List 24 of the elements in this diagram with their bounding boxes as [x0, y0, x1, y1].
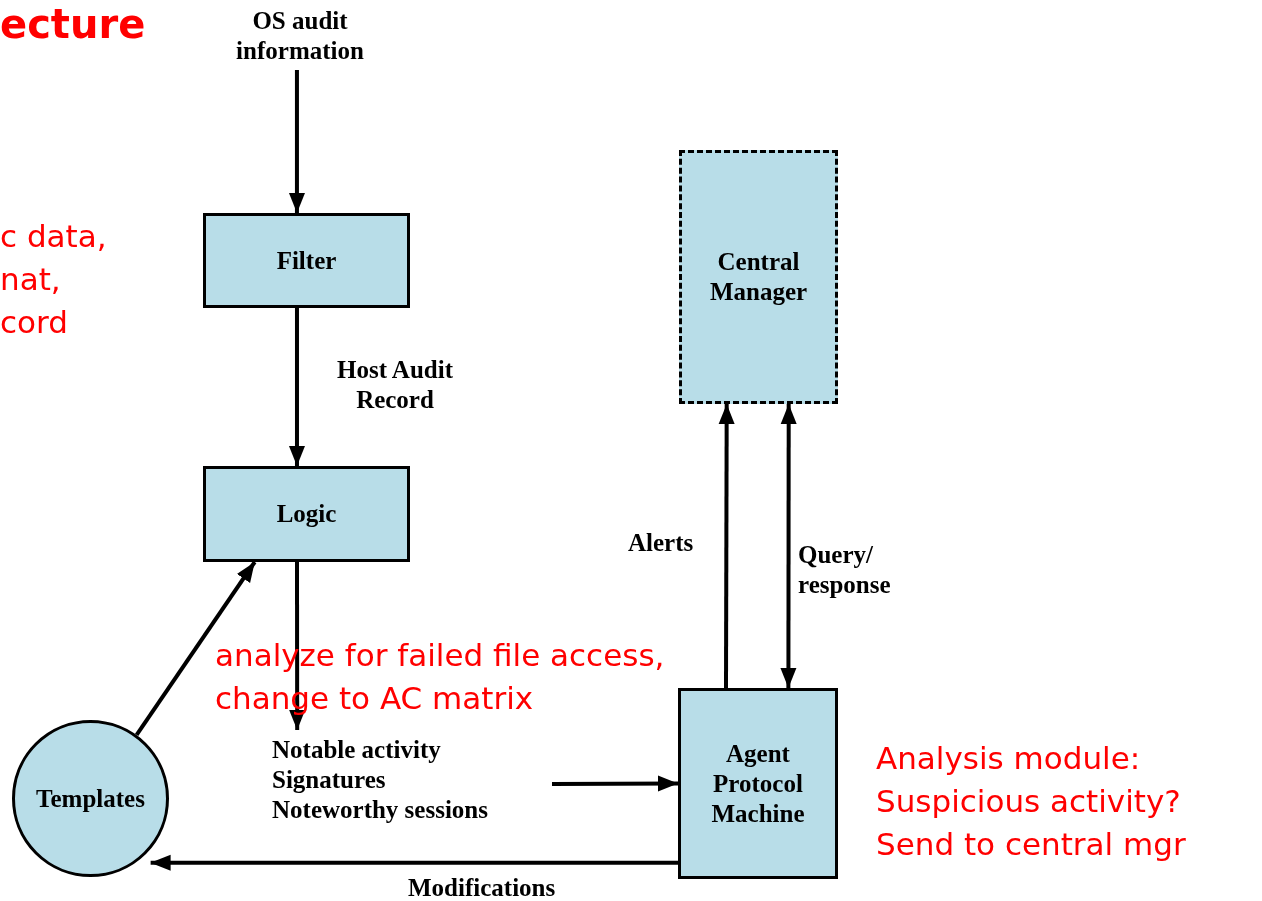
edge-label: Alerts: [628, 528, 694, 558]
arrow: [289, 562, 306, 730]
arrow: [288, 70, 305, 213]
template-circle: Templates: [12, 720, 169, 877]
list-item-text: Noteworthy sessions: [272, 795, 488, 825]
arrow: [150, 854, 678, 871]
input-label: OS audit information: [215, 2, 385, 70]
arrow: [135, 560, 257, 737]
arrow: [552, 775, 678, 792]
dashed-process-box: Central Manager: [679, 150, 838, 404]
edge-label: Host Audit Record: [336, 355, 454, 415]
slide-title: ecture: [0, 0, 146, 48]
edge-label: Query/ response: [798, 540, 892, 600]
process-box: Logic: [203, 466, 410, 562]
process-box: Agent Protocol Machine: [678, 688, 838, 879]
process-box: Filter: [203, 213, 410, 308]
double-arrow: [780, 404, 797, 688]
list-item-text: Notable activity: [272, 735, 441, 765]
annotation-text: Analysis module: Suspicious activity? Send to central mgr: [876, 739, 1187, 864]
annotation-text: c data, nat, cord: [0, 217, 108, 342]
edge-label: Modifications: [408, 873, 556, 901]
arrow: [718, 404, 735, 688]
list-item-text: Signatures: [272, 765, 386, 795]
arrow: [289, 308, 305, 466]
